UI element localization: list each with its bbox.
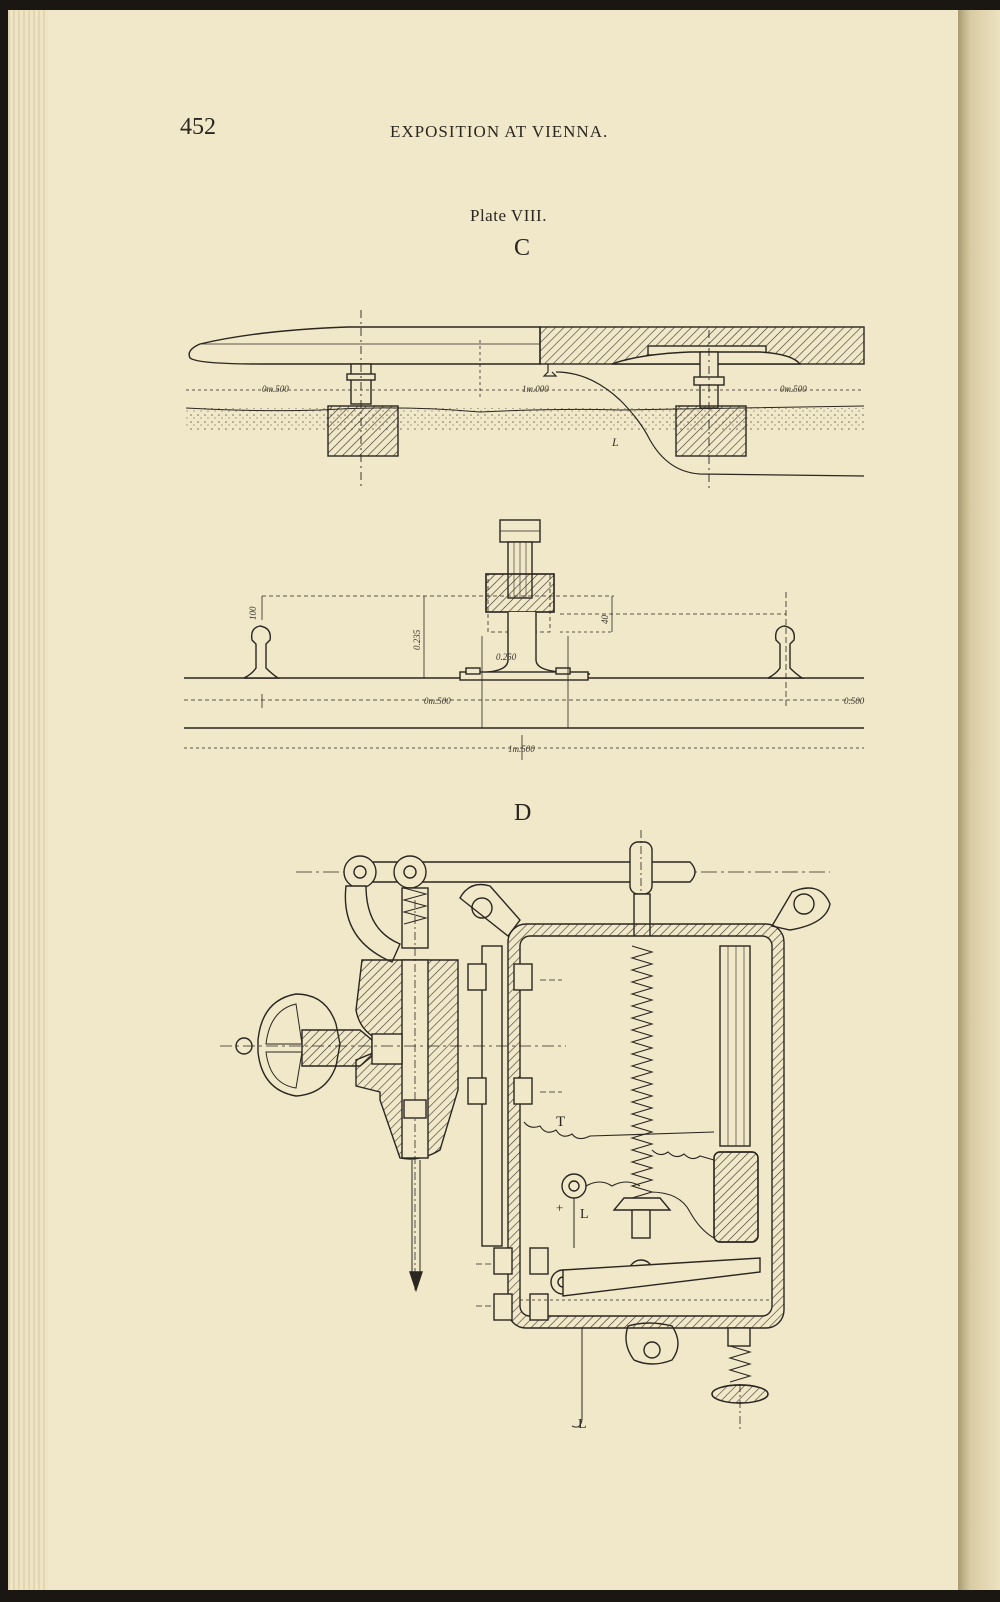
figure-c-section-dimensions: 100 0.235 40 0.250 0m.500 0.500 1m.500: [248, 606, 865, 754]
wire-callout: L: [611, 435, 619, 449]
figure-d-callouts: T L + L: [556, 1114, 589, 1432]
dimension-rail-height: 100: [248, 606, 258, 620]
dimension-center-span: 1m.000: [522, 384, 549, 394]
callout-l-upper: L: [580, 1207, 589, 1222]
page-number: 452: [180, 114, 216, 140]
figure-c-section: [184, 519, 864, 760]
plate-title: Plate VIII.: [470, 206, 547, 225]
running-head: EXPOSITION AT VIENNA.: [390, 122, 609, 141]
callout-l-lower: L: [578, 1417, 587, 1432]
book-page: [8, 10, 1000, 1590]
dimension-left-span: 0m.500: [262, 384, 289, 394]
dimension-right-span: 0m.500: [780, 384, 807, 394]
book-binding: [958, 10, 1000, 1590]
dimension-bottom-span: 1m.500: [508, 744, 535, 754]
callout-t: T: [556, 1114, 565, 1130]
figure-d-label: D: [514, 800, 532, 826]
page-edges: [8, 10, 48, 1590]
dimension-base-right: 0.500: [844, 696, 865, 706]
dimension-bolt-offset: 0.250: [496, 652, 517, 662]
figure-c-dimensions: 0m.500 1m.000 0m.500 L: [262, 384, 807, 449]
callout-plus: +: [556, 1200, 563, 1215]
figure-c-elevation: [185, 310, 865, 490]
figure-c-label: C: [514, 235, 531, 261]
dimension-total-height: 0.235: [412, 629, 422, 650]
dimension-base-left: 0m.500: [424, 696, 451, 706]
figure-d-mechanism: [220, 830, 831, 1432]
dimension-block-height: 40: [600, 615, 610, 625]
